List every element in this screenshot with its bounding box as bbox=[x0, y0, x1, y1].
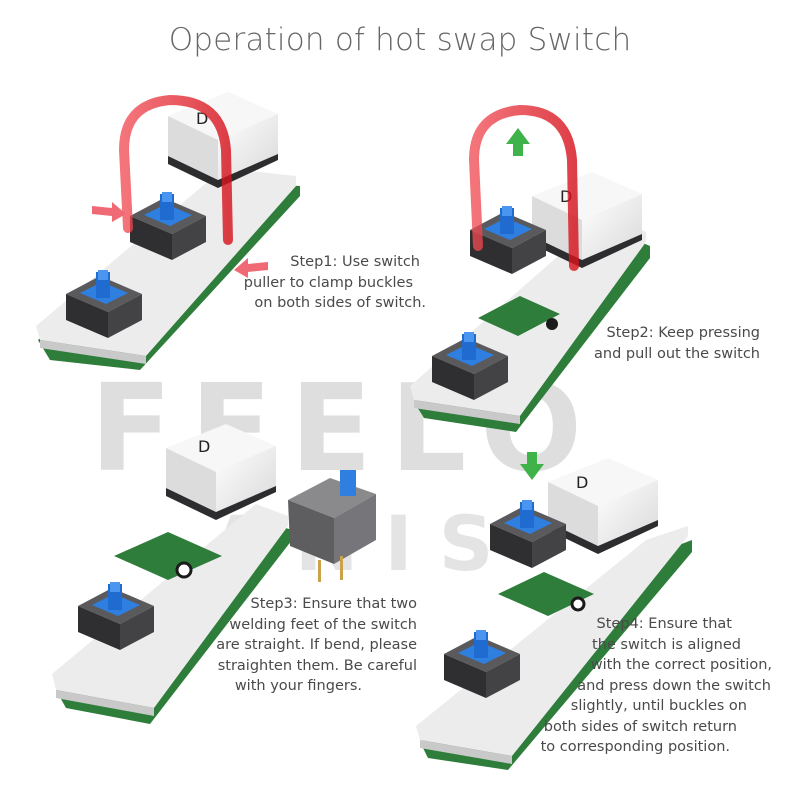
step3-line: with your fingers. bbox=[234, 678, 362, 694]
page-title: Operation of hot swap Switch bbox=[168, 22, 632, 58]
step1-line: on both sides of switch. bbox=[254, 295, 426, 311]
panel-step4-image: D bbox=[416, 452, 692, 770]
step4-line: to corresponding position. bbox=[540, 739, 730, 755]
step4-line: both sides of switch return bbox=[543, 718, 737, 735]
press-down-arrow-icon bbox=[520, 452, 544, 480]
step3-line: are straight. If bend, please bbox=[216, 637, 417, 653]
step4-line: slightly, until buckles on bbox=[570, 698, 747, 714]
squeeze-arrow-left-icon bbox=[92, 202, 126, 222]
step4-caption: Step4: Ensure that the switch is aligned… bbox=[541, 614, 772, 758]
step3-line: welding feet of the switch bbox=[229, 616, 417, 633]
svg-text:D: D bbox=[576, 473, 588, 492]
step2-caption: Step2: Keep pressing and pull out the sw… bbox=[594, 323, 760, 364]
step4-line: and press down the switch bbox=[577, 677, 771, 694]
step3-line: straighten them. Be careful bbox=[217, 657, 417, 674]
step4-line: with the correct position, bbox=[590, 657, 772, 673]
step1-line: puller to clamp buckles bbox=[243, 274, 413, 291]
svg-text:D: D bbox=[198, 437, 210, 456]
panel-step1-image: D bbox=[36, 92, 300, 370]
pull-up-arrow-icon bbox=[506, 128, 530, 156]
step2-line: and pull out the switch bbox=[594, 345, 760, 362]
step3-line: Step3: Ensure that two bbox=[250, 596, 417, 612]
loose-switch-icon bbox=[288, 470, 376, 582]
step4-line: the switch is aligned bbox=[592, 636, 741, 653]
step1-caption: Step1: Use switch puller to clamp buckle… bbox=[244, 252, 426, 314]
step4-line: Step4: Ensure that bbox=[596, 616, 732, 632]
panel-step3-image: D bbox=[52, 424, 376, 724]
squeeze-arrow-right-icon bbox=[234, 258, 268, 278]
step1-line: Step1: Use switch bbox=[290, 254, 420, 270]
panel-step2-image: D bbox=[410, 104, 650, 432]
step2-line: Step2: Keep pressing bbox=[606, 325, 760, 341]
step3-caption: Step3: Ensure that two welding feet of t… bbox=[216, 594, 417, 697]
